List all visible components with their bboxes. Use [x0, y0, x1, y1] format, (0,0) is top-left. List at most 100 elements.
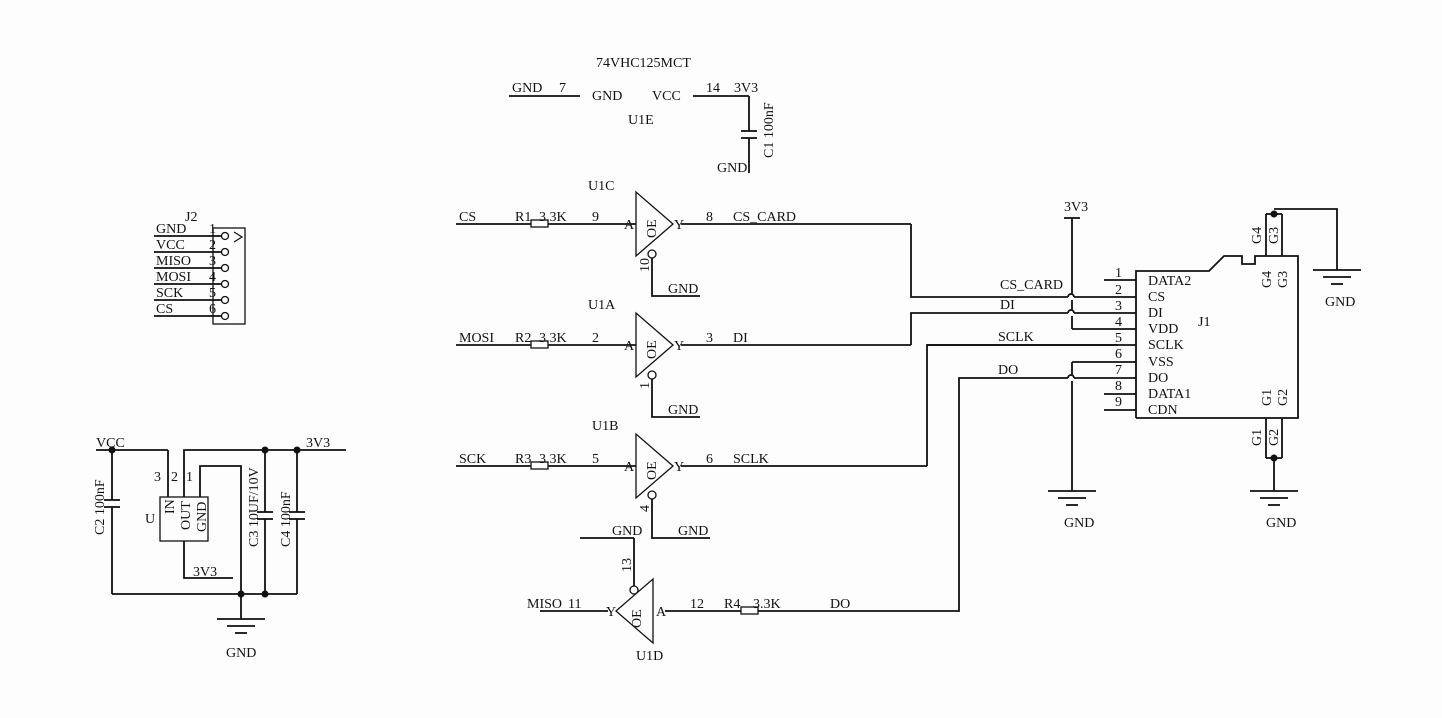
di-route-wire [910, 312, 1068, 345]
u1e-gnd-net-label: GND [512, 81, 542, 96]
u1a-out-pin-number: 3 [706, 331, 713, 346]
u1e-vcc-pin-number: 14 [706, 81, 720, 96]
u1d-oe-pin-number: 13 [620, 558, 635, 572]
u1a-y-label: Y [674, 339, 684, 354]
j1-outer-g2-label: G2 [1267, 429, 1282, 446]
u1c-y-label: Y [674, 218, 684, 233]
u1d-a-label: A [656, 605, 667, 620]
j1-bottom-gnd-label: GND [1266, 516, 1296, 531]
reg-gnd-label: GND [195, 502, 210, 532]
j1-pin8-number: 8 [1115, 379, 1122, 394]
j1-top-shield-junction [1270, 210, 1278, 218]
u1b-y-label: Y [674, 460, 684, 475]
j2-pin4-number: 4 [209, 270, 216, 285]
j2-body [212, 227, 246, 325]
j1-inner-g3-label: G3 [1276, 271, 1291, 288]
u1e-gnd-pin-label: GND [592, 89, 622, 104]
reg-gnd-net-label: GND [226, 646, 256, 661]
j1-inner-g2-label: G2 [1276, 389, 1291, 406]
u1e-gnd-pin-number: 7 [559, 81, 566, 96]
j1-outer-g4-label: G4 [1250, 227, 1265, 244]
j2-pin6-contact [220, 311, 230, 321]
u1b-in-pin-number: 5 [592, 452, 599, 467]
j2-pin5-net: SCK [156, 286, 183, 301]
do-crossover [1067, 374, 1075, 379]
u1a-ref-label: U1A [588, 298, 616, 313]
j1-pin7-name: DO [1148, 371, 1168, 386]
u1b-input-net-label: SCK [459, 452, 486, 467]
buffer-u1a: U1A MOSI R2 3.3K 2 A Y OE 1 GND 3 DI [456, 298, 1068, 418]
j2-pin5-contact [220, 295, 230, 305]
u1c-ref-label: U1C [588, 179, 614, 194]
j1-pin1-name: DATA2 [1148, 274, 1191, 289]
u1d-oe-bubble [629, 585, 639, 595]
buffer-u1d: GND 13 OE Y A MISO 11 12 R4 3.3K DO U1D [527, 377, 1068, 664]
j1-di-net-label: DI [1000, 298, 1015, 313]
j1-pin5-name: SCLK [1148, 338, 1184, 353]
u1a-oe-pin-number: 1 [638, 382, 653, 389]
u1e-vcc-net-label: 3V3 [734, 81, 758, 96]
u1d-in-pin-number: 12 [690, 597, 704, 612]
u1b-oe-bubble [647, 490, 657, 500]
u1b-oe-label: OE [645, 461, 660, 480]
reg-in-label: IN [163, 499, 178, 514]
j1-outer-g1-label: G1 [1250, 429, 1265, 446]
u1c-input-net-label: CS [459, 210, 476, 225]
u1b-oe-pin-number: 4 [638, 505, 653, 512]
c3-label: C3 10UF/10V [247, 467, 262, 547]
j2-pin1-contact [220, 231, 230, 241]
j1-pin3-number: 3 [1115, 299, 1122, 314]
u1d-buffer-triangle [615, 577, 654, 645]
j1-outer-g3-label: G3 [1267, 227, 1282, 244]
j2-pin2-contact [220, 247, 230, 257]
u1d-oe-gnd-label: GND [612, 524, 642, 539]
reg-in-pin-number: 3 [154, 470, 161, 485]
reg-out-net-label-2: 3V3 [193, 565, 217, 580]
u1c-out-pin-number: 8 [706, 210, 713, 225]
u1a-oe-wire [651, 379, 700, 418]
u1a-input-net-label: MOSI [459, 331, 494, 346]
reg-out-net-label: 3V3 [306, 436, 330, 451]
do-route-wire [758, 377, 1068, 612]
reg-gnd-wire [199, 465, 242, 594]
j1-pin1-number: 1 [1115, 266, 1122, 281]
j1-pin6-name: VSS [1148, 355, 1174, 370]
chip-part-number: 74VHC125MCT [596, 56, 691, 71]
reg-out-pin-number: 2 [171, 470, 178, 485]
j1-pin3-name: DI [1148, 306, 1163, 321]
j2-pin3-number: 3 [209, 254, 216, 269]
u1e-power-section: 74VHC125MCT GND 7 GND VCC 14 3V3 U1E C1 … [509, 56, 777, 176]
buffer-u1b: U1B SCK R3 3.3K 5 A Y OE 4 GND 6 SCLK [456, 344, 1118, 539]
j2-pin4-contact [220, 279, 230, 289]
u1a-oe-label: OE [645, 340, 660, 359]
j1-pin7-number: 7 [1115, 363, 1122, 378]
u1c-oe-wire [651, 258, 700, 297]
j1-ref-label: J1 [1198, 315, 1210, 330]
j1-pin4-name: VDD [1148, 322, 1178, 337]
j2-pin5-number: 5 [209, 286, 216, 301]
u1b-oe-wire [651, 499, 710, 539]
j1-sclk-net-label: SCLK [998, 330, 1034, 345]
u1c-a-label: A [624, 218, 635, 233]
di-crossover [1067, 309, 1075, 314]
r3-value-label: 3.3K [539, 452, 567, 467]
reg-out-label: OUT [179, 501, 194, 530]
u1a-output-net-label: DI [733, 331, 748, 346]
u1c-buffer-triangle [635, 190, 674, 258]
j1-pin8-name: DATA1 [1148, 387, 1191, 402]
j1-pin6-number: 6 [1115, 347, 1122, 362]
u1d-input-net-label: DO [830, 597, 850, 612]
u1c-output-net-label: CS_CARD [733, 210, 796, 225]
c1-label: C1 100nF [762, 102, 777, 158]
j1-pin4-number: 4 [1115, 315, 1122, 330]
j2-pin1-net: GND [156, 222, 186, 237]
u1b-oe-net-label: GND [678, 524, 708, 539]
j1-body [1135, 255, 1299, 419]
u1b-a-label: A [624, 460, 635, 475]
u1b-out-pin-number: 6 [706, 452, 713, 467]
u1c-oe-net-label: GND [668, 282, 698, 297]
c2-label: C2 100nF [93, 479, 108, 535]
reg-body [159, 496, 209, 542]
j2-pin6-net: CS [156, 302, 173, 317]
